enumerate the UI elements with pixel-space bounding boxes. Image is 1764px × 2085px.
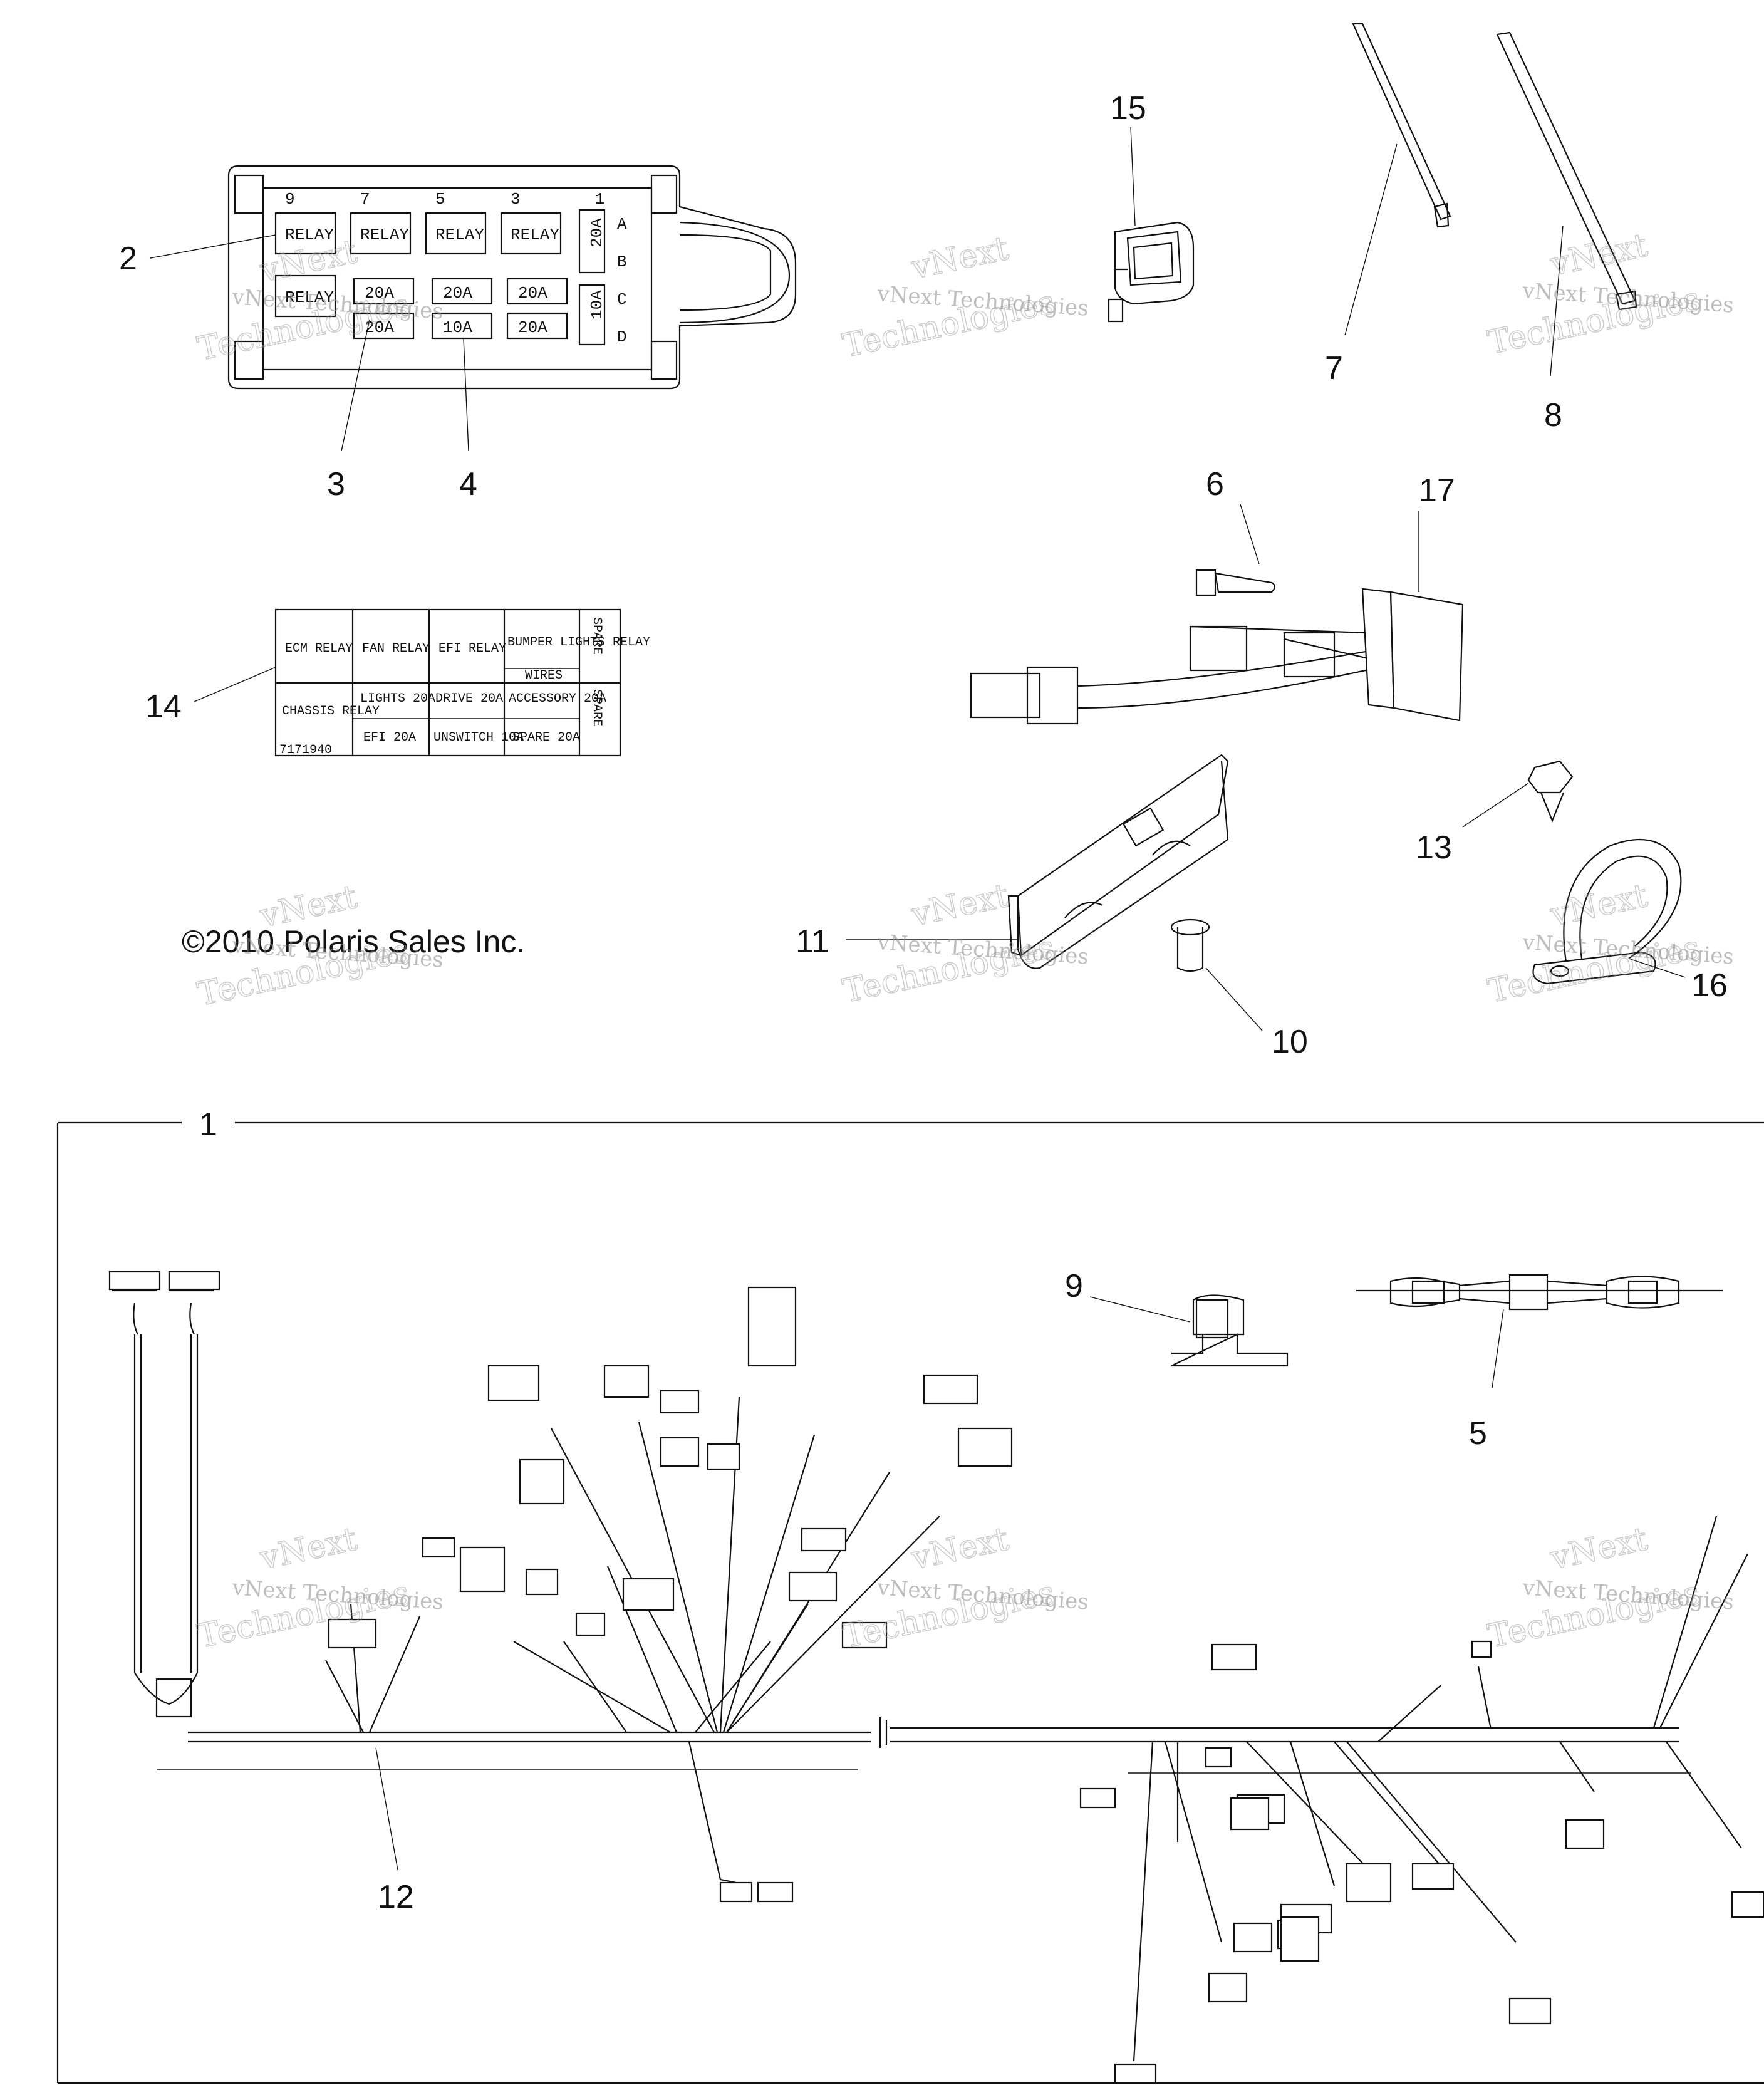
- leader-12: [375, 1747, 398, 1871]
- relay-9: [1089, 1294, 1289, 1367]
- label-spare-bottom: SPARE: [589, 689, 604, 727]
- watermark-text: vNext: [908, 877, 1012, 934]
- callout-16: 16: [1691, 967, 1728, 1004]
- label-wires: WIRES: [525, 668, 563, 683]
- fuse-letter: D: [617, 328, 627, 346]
- fuse-letter: C: [617, 290, 627, 309]
- relay-label: RELAY: [285, 288, 334, 307]
- relay-label: RELAY: [285, 226, 334, 244]
- callout-9: 9: [1065, 1268, 1083, 1304]
- label-spare: SPARE 20A: [512, 731, 580, 745]
- fuse-number: 7: [360, 190, 370, 209]
- callout-2: 2: [119, 241, 137, 277]
- callout-8: 8: [1544, 397, 1562, 434]
- relay-label: RELAY: [360, 226, 409, 244]
- fuse-label-card: ECM RELAY FAN RELAY EFI RELAY BUMPER LIG…: [194, 608, 650, 757]
- label-accessory: ACCESSORY 20A: [509, 692, 606, 706]
- main-harness-frame: [56, 1121, 1764, 2084]
- label-spare-top: SPARE: [589, 617, 604, 655]
- callout-7: 7: [1325, 350, 1343, 387]
- relay-label: RELAY: [511, 226, 559, 244]
- fuse-number: 1: [595, 190, 605, 209]
- label-efi: EFI 20A: [363, 731, 416, 745]
- callout-17: 17: [1419, 472, 1455, 509]
- label-chassis-relay: CHASSIS RELAY: [282, 704, 380, 719]
- label-bumper-relay: BUMPER LIGHTS RELAY: [507, 635, 650, 650]
- callout-12: 12: [378, 1879, 414, 1915]
- callout-3: 3: [327, 466, 345, 502]
- label-lights: LIGHTS 20A: [360, 692, 435, 706]
- cable-tie-8: [1496, 31, 1637, 377]
- callout-14: 14: [145, 689, 182, 725]
- bracket-11: [846, 754, 1229, 969]
- label-unswitch: UNSWITCH 10A: [433, 731, 524, 745]
- callout-13: 13: [1416, 829, 1452, 866]
- push-rivet-10: [1170, 918, 1263, 1031]
- callout-4: 4: [459, 466, 477, 502]
- fuse-value: 20A: [588, 218, 606, 247]
- connector-pinout-tables: [108, 1271, 1764, 2084]
- fuse-value: 20A: [518, 284, 547, 303]
- callout-6: 6: [1206, 466, 1224, 502]
- fuse-value: 20A: [365, 284, 394, 303]
- fuse-value: 20A: [518, 318, 547, 337]
- fuse-value: 10A: [443, 318, 472, 337]
- label-ecm-relay: ECM RELAY: [285, 642, 353, 656]
- watermark-text: vNext: [908, 1521, 1012, 1578]
- fuse-letter: B: [617, 252, 627, 271]
- relay-row: RELAY RELAY RELAY RELAY RELAY: [274, 212, 562, 318]
- label-part-number: 7171940: [279, 743, 332, 757]
- fuse-number: 9: [285, 190, 295, 209]
- watermark-text: vNext: [1547, 877, 1651, 934]
- p-clamp-16: [1532, 838, 1686, 985]
- watermark-text: vNext: [1547, 1521, 1651, 1578]
- label-efi-relay: EFI RELAY: [438, 642, 506, 656]
- callout-5: 5: [1469, 1415, 1487, 1452]
- label-drive: DRIVE 20A: [435, 692, 503, 706]
- copyright-text: ©2010 Polaris Sales Inc.: [182, 924, 525, 959]
- watermark-text: vNext: [256, 1521, 360, 1578]
- fuse-box: RELAY RELAY RELAY RELAY RELAY 9 7 5 3 1 …: [150, 165, 797, 452]
- connector-15: [1108, 127, 1195, 323]
- fuse-value: 20A: [443, 284, 472, 303]
- top-numbers: 9 7 5 3 1: [285, 190, 605, 209]
- screw-13: [1462, 760, 1574, 828]
- cable-tie-7: [1344, 23, 1451, 336]
- callout-10: 10: [1272, 1024, 1308, 1060]
- jumper-harness-5: [1356, 1274, 1723, 1388]
- callout-15: 15: [1110, 90, 1146, 127]
- callout-11: 11: [796, 923, 829, 960]
- sub-harness-17: [970, 504, 1464, 725]
- fuse-letter: A: [617, 215, 627, 234]
- label-fan-relay: FAN RELAY: [362, 642, 430, 656]
- fuse-value: 10A: [588, 290, 606, 320]
- side-letters: A B C D: [617, 215, 627, 346]
- watermark-text: vNext: [908, 230, 1012, 287]
- fuse-number: 3: [511, 190, 521, 209]
- relay-label: RELAY: [435, 226, 484, 244]
- fuse-number: 5: [435, 190, 445, 209]
- callout-1: 1: [199, 1106, 217, 1143]
- fuse-cells: 20A 20A 20A 20A 10A 20A 20A 10A: [353, 209, 606, 346]
